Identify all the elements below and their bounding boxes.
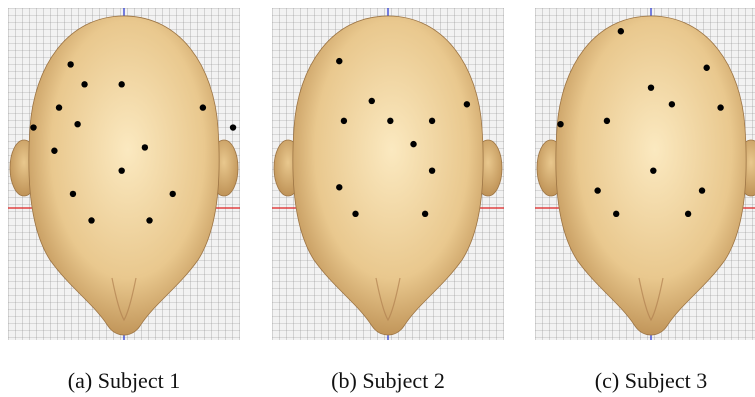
marker-dot (387, 117, 394, 125)
marker-dot (336, 184, 343, 191)
marker-dot (81, 81, 88, 88)
marker-dot (463, 101, 471, 108)
head-shape (555, 15, 747, 336)
caption-subject-2: (b) Subject 2 (331, 368, 445, 393)
marker-dot (703, 64, 710, 71)
marker-dot (30, 124, 37, 131)
marker-dot (118, 81, 125, 88)
marker-dot (118, 167, 125, 174)
caption-subject-1: (a) Subject 1 (67, 368, 181, 393)
marker-dot (51, 147, 58, 154)
nose-shading (638, 277, 664, 322)
caption-subject-3: (c) Subject 3 (594, 368, 708, 393)
marker-dot (74, 121, 81, 128)
marker-dot (613, 210, 620, 218)
marker-dot (684, 210, 692, 218)
marker-dot (617, 28, 625, 35)
marker-dot (368, 97, 375, 105)
marker-dot (717, 104, 724, 111)
head-figure-subject-1 (8, 8, 240, 340)
marker-dot (88, 217, 95, 224)
panel-subject-1 (8, 8, 240, 340)
marker-dot (421, 210, 429, 218)
marker-dot (352, 210, 359, 218)
marker-dot (647, 84, 655, 91)
marker-dot (650, 167, 657, 174)
marker-dot (229, 124, 237, 131)
nose-shading (111, 277, 137, 322)
marker-dot (594, 187, 601, 194)
marker-dot (199, 104, 207, 111)
marker-dot (668, 101, 676, 108)
nose-shading (375, 277, 401, 322)
marker-dot (67, 61, 74, 68)
marker-dot (340, 117, 348, 125)
panel-subject-3 (535, 8, 755, 340)
panel-subject-2 (272, 8, 504, 340)
marker-dot (428, 117, 436, 125)
marker-dot (410, 140, 417, 148)
marker-dot (146, 217, 153, 224)
head-figure-subject-3 (535, 8, 755, 340)
marker-dot (698, 187, 706, 194)
marker-dot (428, 167, 436, 174)
marker-dot (557, 121, 564, 128)
marker-dot (69, 190, 77, 198)
head-shape (28, 15, 220, 336)
marker-dot (169, 190, 176, 198)
marker-dot (603, 117, 611, 125)
marker-dot (55, 104, 63, 111)
marker-dot (141, 144, 149, 151)
marker-dot (336, 57, 343, 65)
head-shape (292, 15, 484, 336)
head-figure-subject-2 (272, 8, 504, 340)
